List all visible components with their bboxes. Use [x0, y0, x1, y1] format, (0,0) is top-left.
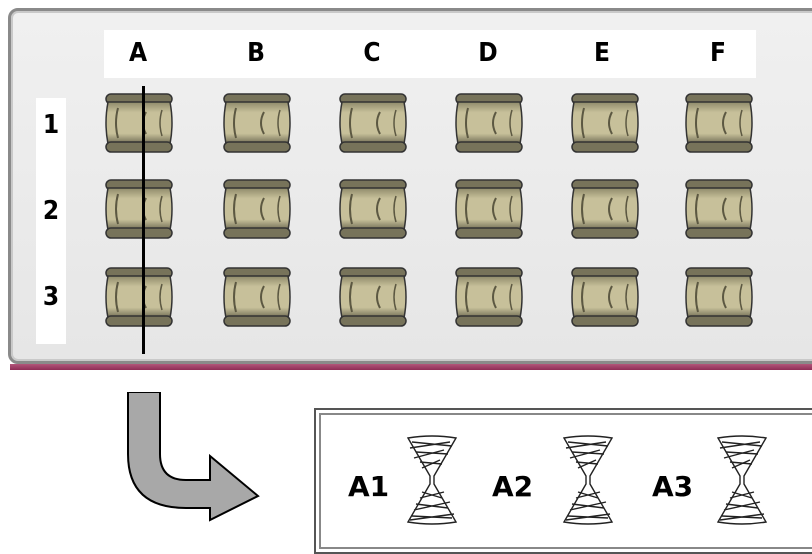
row-label-3: 3	[42, 282, 60, 312]
plate-rim	[10, 364, 812, 370]
section-results-panel	[314, 408, 812, 554]
well-icon	[682, 178, 756, 240]
well-icon	[220, 92, 294, 154]
well-icon	[220, 266, 294, 328]
well-icon	[568, 178, 642, 240]
row-header-strip	[36, 98, 66, 344]
section-cut-line	[142, 86, 145, 354]
well-icon	[220, 178, 294, 240]
column-label-d: D	[478, 38, 498, 68]
well-icon	[336, 266, 410, 328]
curved-arrow-icon	[127, 392, 260, 522]
well-icon	[452, 266, 526, 328]
well-icon	[568, 92, 642, 154]
well-icon	[452, 92, 526, 154]
well-icon	[452, 178, 526, 240]
column-label-a: A	[128, 38, 148, 68]
column-label-c: C	[363, 38, 381, 68]
tissue-section-icon	[406, 435, 458, 525]
column-header-strip	[104, 30, 756, 78]
column-label-f: F	[710, 38, 726, 68]
well-icon	[568, 266, 642, 328]
well-icon	[682, 266, 756, 328]
row-label-2: 2	[42, 196, 60, 226]
well-icon	[336, 92, 410, 154]
well-icon	[336, 178, 410, 240]
result-label-a3: A3	[652, 470, 694, 503]
column-label-b: B	[247, 38, 265, 68]
result-label-a1: A1	[348, 470, 390, 503]
well-icon	[102, 266, 176, 328]
well-icon	[102, 178, 176, 240]
column-label-e: E	[594, 38, 610, 68]
well-icon	[102, 92, 176, 154]
tissue-section-icon	[562, 435, 614, 525]
tissue-section-icon	[716, 435, 768, 525]
result-label-a2: A2	[492, 470, 534, 503]
well-icon	[682, 92, 756, 154]
row-label-1: 1	[42, 110, 60, 140]
